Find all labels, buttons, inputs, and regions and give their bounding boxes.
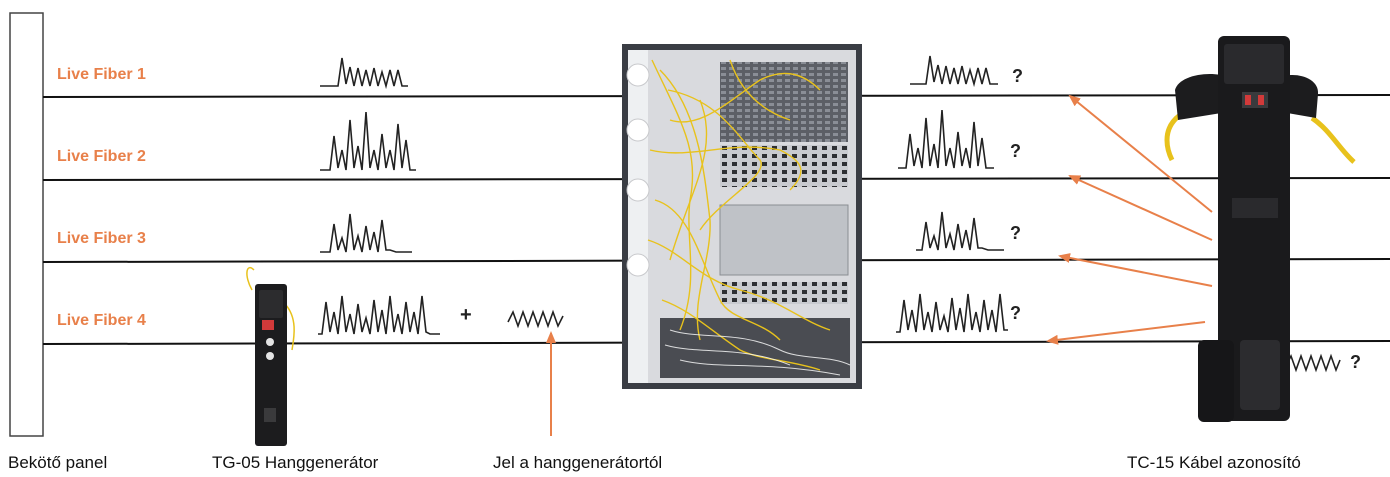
tone-waveform-detected <box>1285 353 1341 373</box>
question-mark-2: ? <box>1010 141 1021 161</box>
fiber-label-1: Live Fiber 1 <box>57 66 146 83</box>
waveform-right-2 <box>898 109 994 169</box>
waveform-right-1 <box>910 55 998 88</box>
patch-panel <box>9 12 44 437</box>
waveform-fiber-1 <box>320 57 408 90</box>
waveform-fiber-2 <box>320 111 416 171</box>
fiber-label-4: Live Fiber 4 <box>57 312 146 329</box>
tone-generator-device <box>246 267 295 446</box>
waveform-right-3 <box>916 211 1004 251</box>
tone-waveform <box>507 309 564 329</box>
question-mark-4: ? <box>1010 303 1021 323</box>
arrow-fiber-3 <box>1058 253 1213 287</box>
cable-identifier-device <box>1164 36 1356 422</box>
plus-sign: + <box>460 304 472 326</box>
caption-panel: Bekötő panel <box>8 453 108 472</box>
fiber-label-2: Live Fiber 2 <box>57 148 146 165</box>
annotation-arrows <box>546 94 1213 436</box>
caption-identifier: TC-15 Kábel azonosító <box>1127 453 1301 472</box>
traffic-waveforms-right <box>896 55 1341 373</box>
waveform-fiber-3 <box>320 213 412 253</box>
caption-signal: Jel a hanggenerátortól <box>493 453 663 472</box>
arrow-fiber-1 <box>1068 94 1213 213</box>
arrow-fiber-2 <box>1068 175 1213 241</box>
question-mark-tone: ? <box>1350 352 1361 372</box>
caption-generator: TG-05 Hanggenerátor <box>212 453 379 472</box>
question-mark-3: ? <box>1010 223 1021 243</box>
waveform-fiber-4 <box>318 295 440 335</box>
question-mark-1: ? <box>1012 66 1023 86</box>
fiber-cabinet-photo <box>622 44 862 389</box>
fiber-label-3: Live Fiber 3 <box>57 230 146 247</box>
waveform-right-4 <box>896 293 1008 333</box>
arrow-fiber-4 <box>1046 321 1206 345</box>
traffic-waveforms-left <box>318 57 564 335</box>
